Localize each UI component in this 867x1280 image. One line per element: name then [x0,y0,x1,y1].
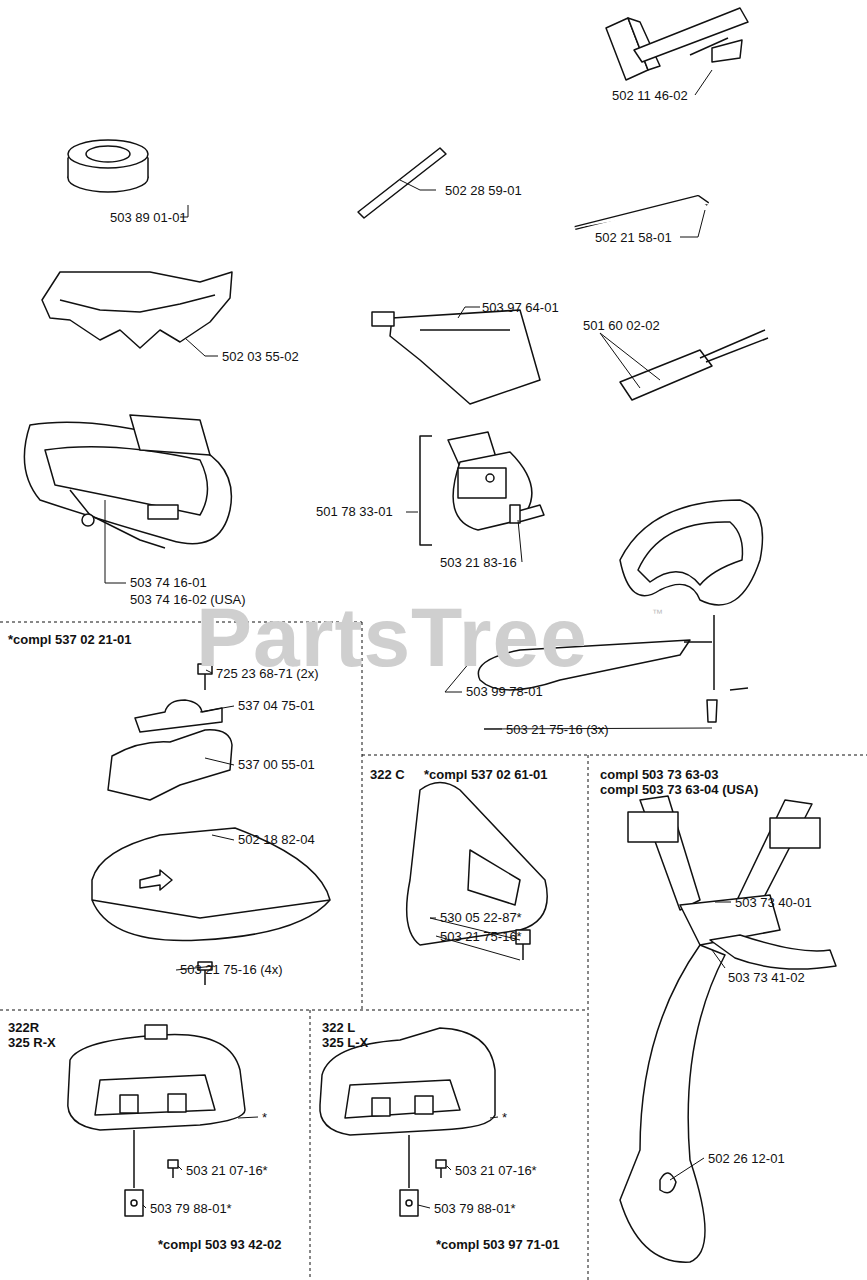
model-name: 325 L-X [322,1035,368,1050]
kit-heading: compl 503 73 63-03 [600,767,719,782]
footnote-mark: * [262,1110,267,1125]
part-number: 501 60 02-02 [583,318,660,333]
part-number: 502 03 55-02 [222,349,299,364]
part-number: 502 21 58-01 [595,230,672,245]
part-number: 503 21 07-16* [186,1163,268,1178]
footnote-mark: * [502,1110,507,1125]
model-name: 322 C [370,767,405,782]
part-number: 503 21 07-16* [455,1163,537,1178]
trademark: ™ [652,606,663,621]
part-number: 530 05 22-87* [440,910,522,925]
part-number: 503 99 78-01 [466,684,543,699]
part-number: 503 73 41-02 [728,970,805,985]
part-number: 502 18 82-04 [238,832,315,847]
part-number: 503 89 01-01 [110,210,187,225]
kit-heading: *compl 537 02 61-01 [424,767,548,782]
model-name: 325 R-X [8,1035,56,1050]
part-number: 502 11 46-02 [612,88,688,103]
part-number: 537 00 55-01 [238,757,315,772]
kit-heading: *compl 537 02 21-01 [8,632,132,647]
part-number: 503 74 16-01 [130,575,207,590]
model-name: 322R [8,1020,39,1035]
part-number: 725 23 68-71 (2x) [216,666,319,681]
part-number: 501 78 33-01 [316,504,393,519]
part-number: 503 79 88-01* [434,1201,516,1216]
part-number: 503 21 75-16 (4x) [180,962,283,977]
kit-heading: *compl 503 97 71-01 [436,1237,560,1252]
part-number: 503 73 40-01 [735,895,812,910]
part-number: 503 21 75-16 (3x) [506,722,609,737]
kit-heading: *compl 503 93 42-02 [158,1237,282,1252]
part-number: 503 79 88-01* [150,1201,232,1216]
part-number: 537 04 75-01 [238,698,315,713]
model-name: 322 L [322,1020,355,1035]
part-number: 502 26 12-01 [708,1151,785,1166]
part-number: 502 28 59-01 [445,183,522,198]
part-number: 503 21 83-16 [440,555,517,570]
kit-heading: compl 503 73 63-04 (USA) [600,782,758,797]
part-number: 503 97 64-01 [482,300,559,315]
part-number: 503 21 75-16* [440,929,522,944]
